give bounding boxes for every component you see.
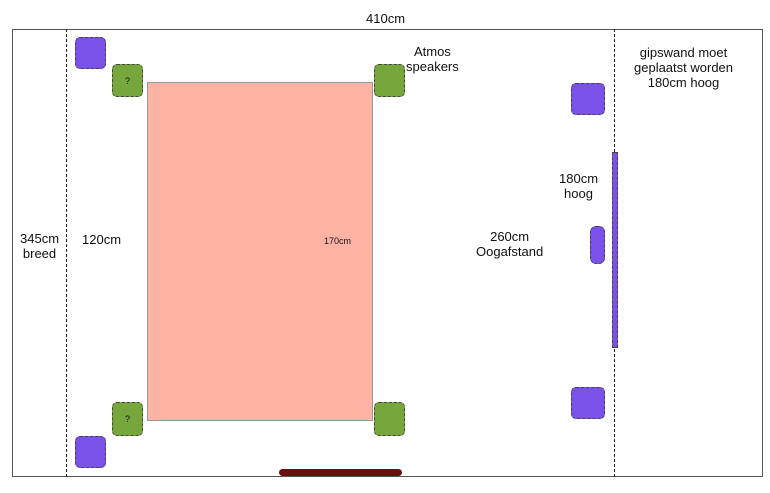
left-wall-line	[66, 29, 67, 477]
drywall-note: gipswand moet geplaatst worden 180cm hoo…	[634, 45, 733, 90]
atmos-speaker-right-top	[374, 64, 405, 97]
speaker-right-bottom	[571, 387, 605, 419]
bed-width-label: 120cm	[82, 232, 122, 247]
speaker-front-left-top	[75, 37, 106, 69]
drywall-note-line3: 180cm hoog	[647, 75, 720, 90]
wall-height-value: 180cm	[559, 171, 599, 186]
wall-height-word: hoog	[564, 186, 593, 201]
room-depth-label: 345cm breed	[20, 231, 59, 261]
atmos-speaker-right-bottom	[374, 402, 405, 436]
speaker-center	[590, 226, 605, 264]
atmos-label-line1: Atmos	[413, 44, 451, 59]
atmos-speakers-label: Atmos speakers	[406, 44, 459, 74]
bed-length-label: 170cm	[324, 236, 352, 246]
drywall-panel	[612, 152, 618, 348]
speaker-right-top	[571, 83, 605, 115]
drywall-note-line1: gipswand moet	[639, 45, 728, 60]
bed	[147, 82, 373, 421]
drywall-note-line2: geplaatst worden	[634, 60, 734, 75]
wall-height-label: 180cm hoog	[559, 171, 598, 201]
unknown-mark: ?	[124, 414, 130, 424]
viewing-distance-word: Oogafstand	[476, 244, 544, 259]
room-depth-word: breed	[22, 246, 57, 261]
atmos-label-line2: speakers	[406, 59, 459, 74]
viewing-distance-label: 260cm Oogafstand	[476, 229, 543, 259]
atmos-speaker-left-top: ?	[112, 64, 143, 97]
atmos-speaker-left-bottom: ?	[112, 402, 143, 436]
room-outline	[12, 29, 763, 477]
viewing-distance-value: 260cm	[490, 229, 530, 244]
unknown-mark: ?	[124, 75, 130, 86]
room-width-label: 410cm	[366, 11, 406, 26]
speaker-front-left-bottom	[75, 436, 106, 468]
tv-bar	[279, 469, 402, 476]
room-depth-value: 345cm	[20, 231, 60, 246]
